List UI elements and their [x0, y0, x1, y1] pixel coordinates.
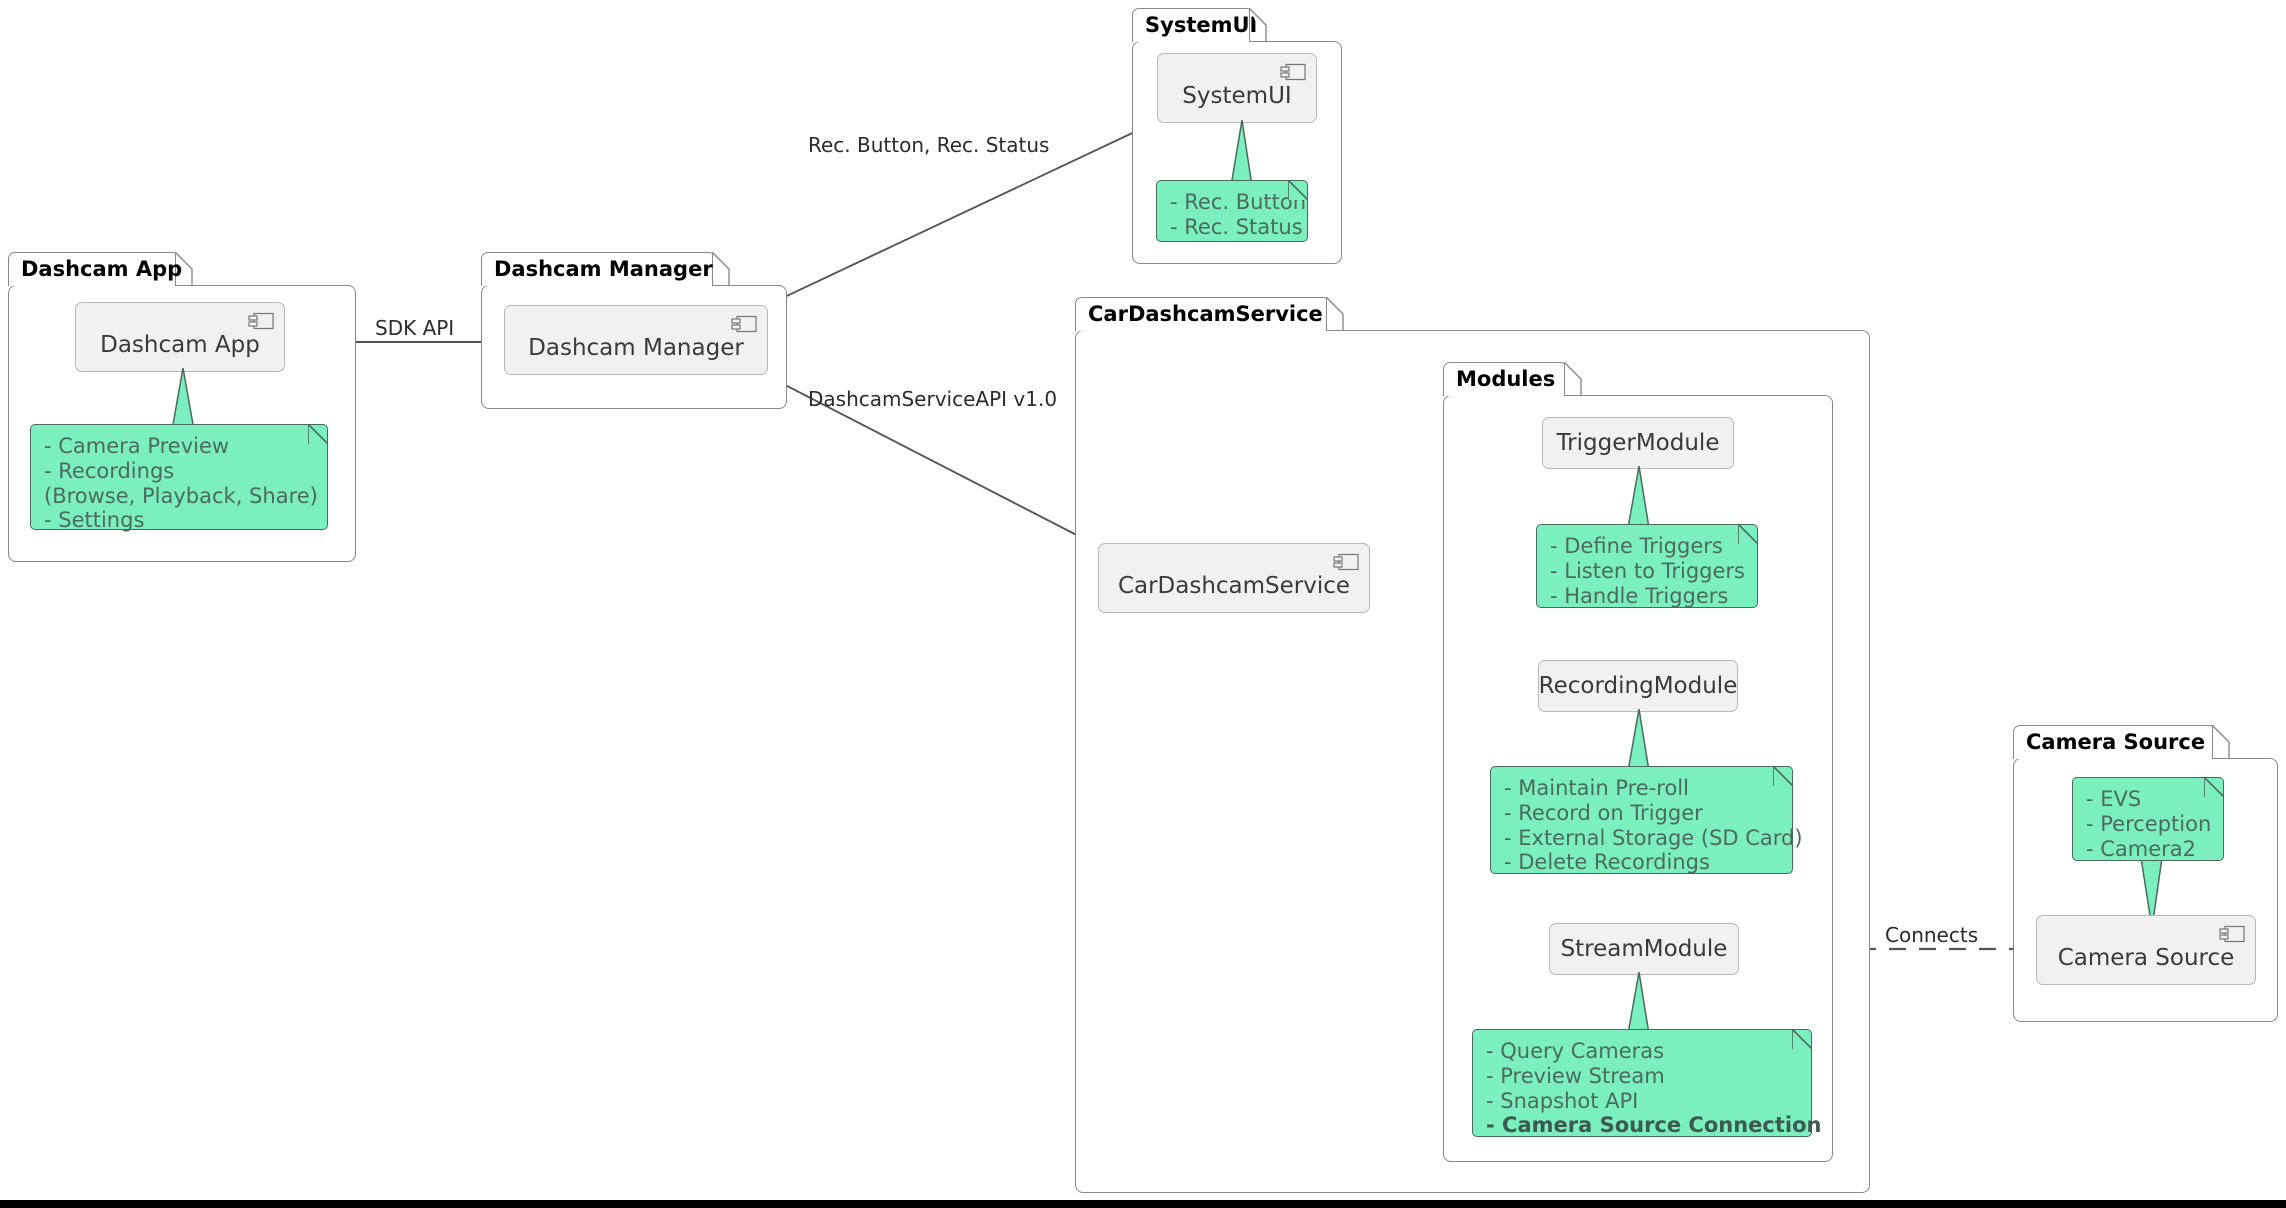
- note-fold-corner: [1773, 766, 1793, 786]
- note-anchor-triggermodule: [1627, 466, 1650, 528]
- component-label: Camera Source: [2057, 944, 2235, 971]
- component-camera-source[interactable]: Camera Source: [2036, 915, 2256, 985]
- note-fold-corner: [1288, 180, 1308, 200]
- component-triggermodule[interactable]: TriggerModule: [1542, 417, 1734, 469]
- package-tab-slant: [1249, 8, 1267, 42]
- edge-label-sdk-api: SDK API: [375, 316, 455, 340]
- note-anchor-dashcam-app: [171, 368, 195, 430]
- bottom-black-bar: [0, 1200, 2286, 1208]
- package-tab-dashcam-app: Dashcam App: [8, 252, 182, 286]
- component-dashcam-manager[interactable]: Dashcam Manager: [504, 305, 768, 375]
- package-label: Modules: [1456, 367, 1556, 391]
- package-tab-dashcam-manager: Dashcam Manager: [481, 252, 713, 286]
- component-label: RecordingModule: [1538, 672, 1738, 699]
- edge-label-dashcamserviceapi: DashcamServiceAPI v1.0: [808, 387, 1058, 411]
- package-label: CarDashcamService: [1088, 302, 1323, 326]
- note-line: - Define Triggers: [1550, 534, 1723, 558]
- component-streammodule[interactable]: StreamModule: [1549, 923, 1739, 975]
- note-line: - Camera2: [2086, 836, 2197, 861]
- uml-component-icon: [1280, 63, 1306, 81]
- note-line: - Settings: [44, 508, 145, 533]
- note-line: - Camera Source Connection: [1486, 1113, 1822, 1138]
- edge-label-rec-button-status: Rec. Button, Rec. Status: [808, 133, 1050, 157]
- package-tab-slant: [712, 252, 730, 286]
- note-anchor-recordingmodule: [1627, 709, 1650, 771]
- component-label: StreamModule: [1560, 935, 1728, 962]
- note-systemui: - Rec. Button - Rec. Status: [1156, 180, 1308, 242]
- uml-component-icon: [248, 312, 274, 330]
- component-label: Dashcam App: [100, 331, 260, 358]
- note-line: - Perception: [2086, 811, 2212, 836]
- edge-label-connects: Connects: [1885, 923, 1979, 947]
- package-tab-cardashcamservice: CarDashcamService: [1075, 297, 1327, 331]
- package-label: Dashcam Manager: [494, 257, 713, 281]
- note-anchor-streammodule: [1627, 972, 1650, 1034]
- component-label: Dashcam Manager: [528, 334, 744, 361]
- note-line: - Listen to Triggers: [1550, 558, 1745, 583]
- component-recordingmodule[interactable]: RecordingModule: [1538, 660, 1738, 712]
- package-label: Dashcam App: [21, 257, 183, 281]
- note-streammodule: - Query Cameras - Preview Stream - Snaps…: [1472, 1029, 1822, 1138]
- uml-component-icon: [731, 315, 757, 333]
- note-line: - Camera Preview: [44, 434, 230, 458]
- note-dashcam-app: - Camera Preview - Recordings (Browse, P…: [30, 424, 328, 533]
- package-tab-slant: [1564, 362, 1582, 396]
- package-tab-modules: Modules: [1443, 362, 1565, 396]
- package-tab-slant: [1326, 297, 1344, 331]
- uml-component-icon: [2219, 925, 2245, 943]
- note-line: - Rec. Button: [1170, 190, 1307, 214]
- note-fold-corner: [1738, 524, 1758, 544]
- package-label: SystemUI: [1145, 13, 1258, 37]
- note-line: - Record on Trigger: [1504, 800, 1703, 825]
- note-line: - Snapshot API: [1486, 1088, 1639, 1113]
- note-anchor-systemui: [1230, 120, 1253, 186]
- note-fold-corner: [2204, 777, 2224, 797]
- note-line: - Rec. Status: [1170, 214, 1303, 239]
- note-camera-source: - EVS - Perception - Camera2: [2072, 777, 2224, 861]
- note-line: - Handle Triggers: [1550, 583, 1729, 608]
- note-triggermodule: - Define Triggers - Listen to Triggers -…: [1536, 524, 1758, 608]
- note-fold-corner: [1792, 1029, 1812, 1049]
- note-line: - Delete Recordings: [1504, 850, 1710, 875]
- component-label: CarDashcamService: [1117, 572, 1351, 599]
- note-line: - Recordings: [44, 458, 175, 483]
- note-line: - External Storage (SD Card): [1504, 825, 1803, 850]
- note-anchor-camera-source: [2140, 858, 2163, 928]
- note-line: - Query Cameras: [1486, 1039, 1665, 1063]
- note-line: (Browse, Playback, Share): [44, 483, 318, 508]
- note-recordingmodule: - Maintain Pre-roll - Record on Trigger …: [1490, 766, 1803, 875]
- component-label: TriggerModule: [1556, 429, 1720, 456]
- component-dashcam-app[interactable]: Dashcam App: [75, 302, 285, 372]
- note-line: - EVS: [2086, 787, 2142, 811]
- note-line: - Maintain Pre-roll: [1504, 776, 1689, 800]
- package-tab-slant: [175, 252, 193, 286]
- component-systemui[interactable]: SystemUI: [1157, 53, 1317, 123]
- uml-component-icon: [1333, 553, 1359, 571]
- note-line: - Preview Stream: [1486, 1063, 1665, 1088]
- package-tab-slant: [2212, 725, 2230, 759]
- package-tab-camera-source: Camera Source: [2013, 725, 2213, 759]
- component-cardashcamservice[interactable]: CarDashcamService: [1098, 543, 1370, 613]
- component-label: SystemUI: [1182, 82, 1292, 109]
- note-fold-corner: [308, 424, 328, 444]
- package-label: Camera Source: [2026, 730, 2206, 754]
- package-tab-systemui: SystemUI: [1132, 8, 1257, 42]
